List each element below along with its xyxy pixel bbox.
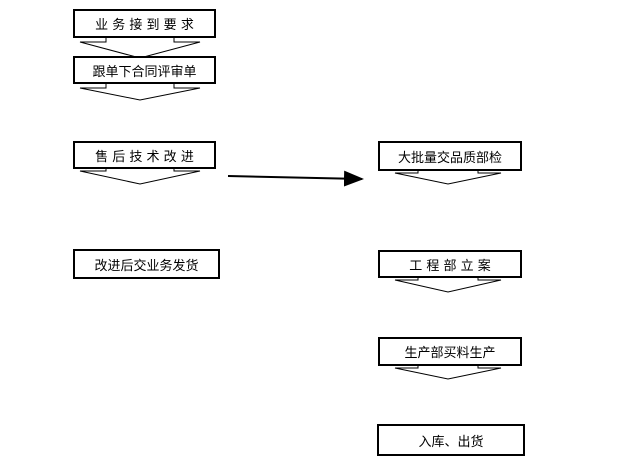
node-label: 生产部买料生产 <box>404 346 496 361</box>
node-contract-review: 跟单下合同评审单 <box>73 56 216 84</box>
node-label: 跟单下合同评审单 <box>92 64 197 80</box>
block-arrow-3 <box>79 167 201 185</box>
node-label: 业 务 接 到 要 求 <box>95 18 194 33</box>
connector-arrow <box>227 170 364 187</box>
node-business-request: 业 务 接 到 要 求 <box>73 9 216 38</box>
node-label: 大批量交品质部检 <box>397 150 502 166</box>
block-arrow-5 <box>394 169 502 185</box>
node-deliver-after-improvement: 改进后交业务发货 <box>73 249 220 279</box>
node-label: 入库、出货 <box>418 434 484 450</box>
node-label: 工 程 部 立 案 <box>409 258 491 274</box>
node-label: 改进后交业务发货 <box>94 258 199 274</box>
block-arrow-7 <box>394 364 502 380</box>
node-quality-inspection: 大批量交品质部检 <box>378 141 522 171</box>
block-arrow-2 <box>79 84 201 101</box>
block-arrow-6 <box>394 276 502 293</box>
node-label: 售 后 技 术 改 进 <box>95 149 194 165</box>
node-warehouse-shipping: 入库、出货 <box>377 424 525 456</box>
node-engineering-filing: 工 程 部 立 案 <box>378 250 522 278</box>
node-aftersales-improvement: 售 后 技 术 改 进 <box>73 141 216 169</box>
block-arrow-1 <box>79 38 201 59</box>
node-production-purchase: 生产部买料生产 <box>378 337 522 366</box>
